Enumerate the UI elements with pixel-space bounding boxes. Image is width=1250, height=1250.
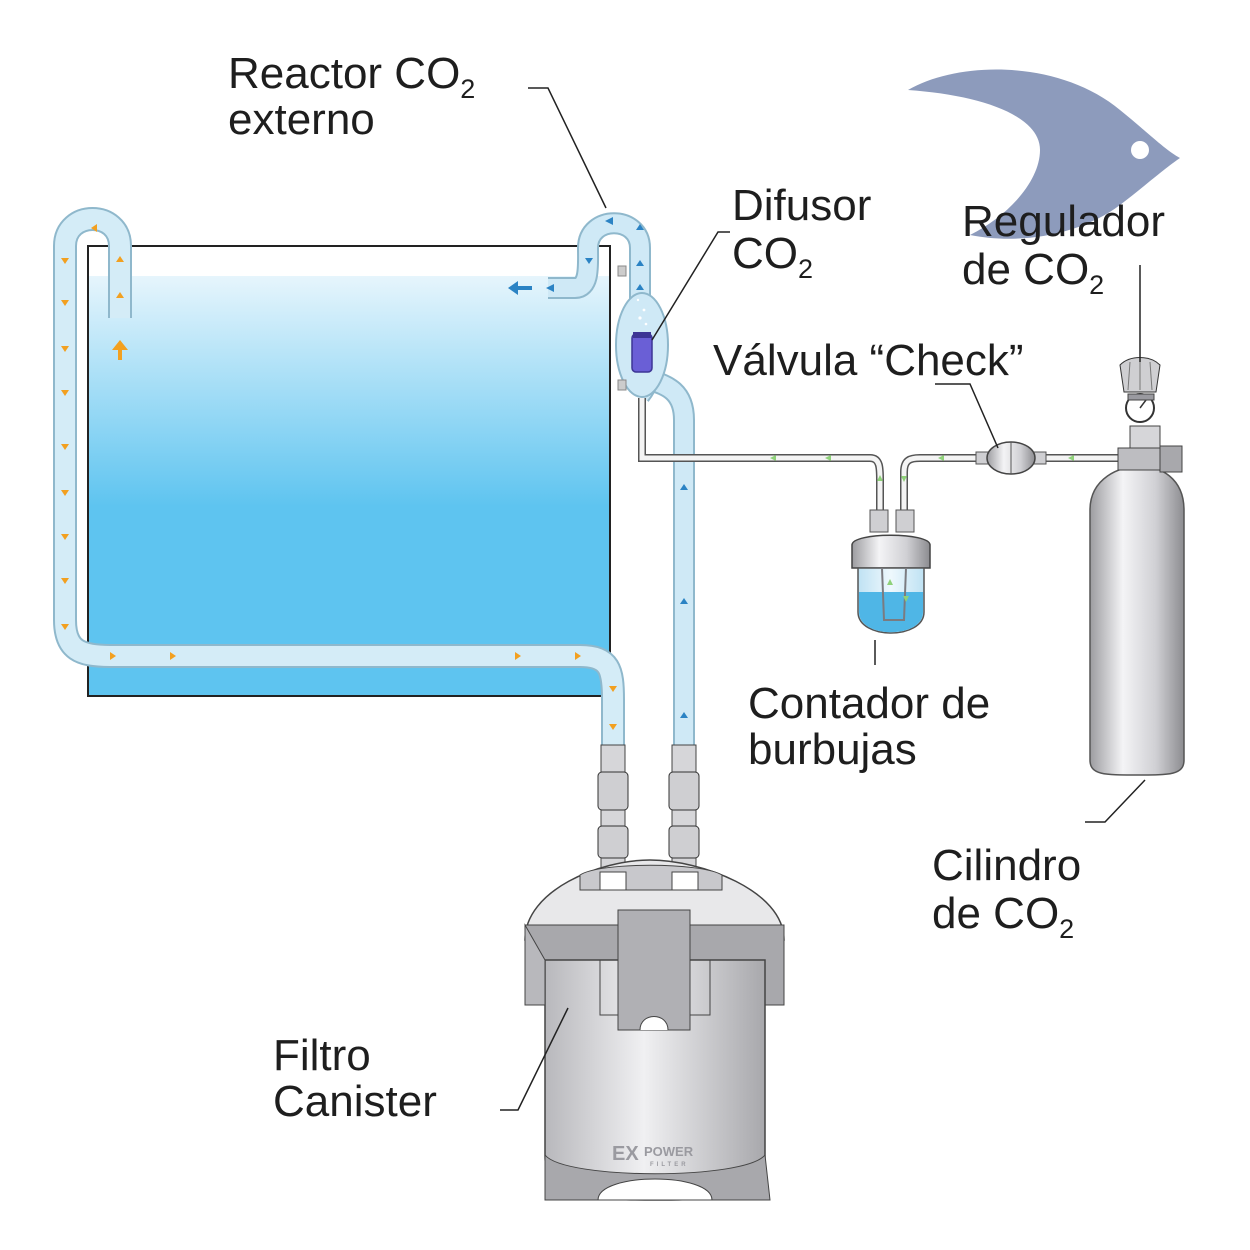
svg-text:CO2: CO2 <box>732 229 813 284</box>
co2-regulator <box>1117 357 1183 473</box>
svg-text:Válvula “Check”: Válvula “Check” <box>713 336 1024 385</box>
leader-lines <box>500 87 1146 1111</box>
expower-brand-logo: EX POWER FILTER <box>612 1143 694 1168</box>
svg-text:POWER: POWER <box>644 1144 694 1159</box>
fish-logo-icon <box>908 69 1180 239</box>
flow-arrows-intake <box>680 484 688 718</box>
svg-text:FILTER: FILTER <box>650 1162 689 1168</box>
svg-text:EX: EX <box>612 1143 639 1165</box>
label-filtro: Filtro Canister <box>273 1031 437 1126</box>
svg-text:Cilindro: Cilindro <box>932 841 1081 890</box>
svg-text:burbujas: burbujas <box>748 725 917 774</box>
aquarium-tank <box>87 245 611 697</box>
label-difusor: Difusor CO2 <box>732 181 871 284</box>
svg-text:Reactor CO2: Reactor CO2 <box>228 49 475 104</box>
bubble-counter <box>851 509 931 665</box>
label-valvula: Válvula “Check” <box>713 336 1024 385</box>
check-valve <box>975 441 1047 475</box>
canister-filter: EX POWER FILTER <box>524 744 785 1201</box>
flow-arrows-return <box>61 224 617 730</box>
svg-text:de CO2: de CO2 <box>962 245 1104 300</box>
label-reactor: Reactor CO2 externo <box>228 49 475 144</box>
label-contador: Contador de burbujas <box>748 679 990 774</box>
co2-cylinder <box>1089 465 1185 776</box>
svg-text:externo: externo <box>228 95 375 144</box>
co2-line <box>638 398 1118 512</box>
svg-text:Regulador: Regulador <box>962 197 1165 246</box>
co2-reactor <box>508 212 669 402</box>
label-cilindro: Cilindro de CO2 <box>932 841 1081 944</box>
svg-text:Difusor: Difusor <box>732 181 871 230</box>
svg-text:de CO2: de CO2 <box>932 889 1074 944</box>
svg-text:Contador de: Contador de <box>748 679 990 728</box>
return-tube <box>53 207 625 745</box>
label-regulador: Regulador de CO2 <box>962 197 1165 300</box>
intake-tube <box>646 369 695 745</box>
svg-text:Filtro: Filtro <box>273 1031 371 1080</box>
svg-text:Canister: Canister <box>273 1077 437 1126</box>
